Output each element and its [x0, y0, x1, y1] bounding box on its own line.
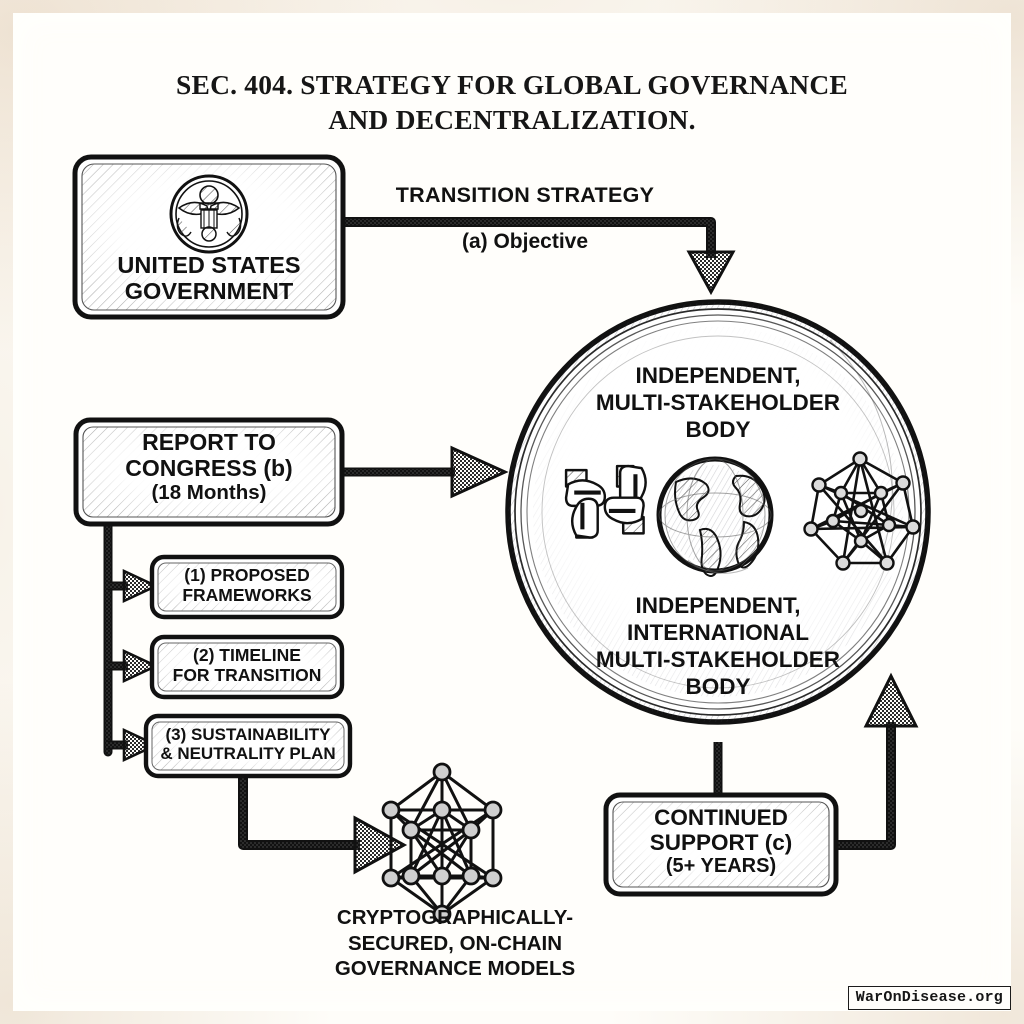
continued-support-box[interactable] — [603, 792, 839, 897]
connector-layer — [103, 217, 919, 875]
report-to-congress-box[interactable] — [73, 417, 345, 527]
subitem-1-box[interactable] — [149, 554, 345, 620]
subitem-3-box[interactable] — [143, 713, 353, 779]
great-seal-eagle-icon — [169, 174, 249, 254]
watermark: WarOnDisease.org — [847, 986, 1011, 1010]
onchain-line-3: GOVERNANCE MODELS — [334, 957, 576, 981]
report-line-1: REPORT TO — [142, 429, 276, 455]
report-line-2: CONGRESS (b) — [125, 454, 293, 481]
subitem-1-line-2: FRAMEWORKS — [182, 584, 312, 605]
connector-report-to-body — [342, 445, 509, 499]
blockchain-network-icon — [381, 762, 503, 924]
global-body-bottom-label: INDEPENDENT, INTERNATIONAL MULTI-STAKEHO… — [548, 592, 888, 700]
report-to-congress-label: REPORT TO CONGRESS (b) (18 Months) — [76, 429, 342, 504]
connector-sustainability-to-onchain — [238, 772, 408, 875]
subitem-2-line-1: (2) TIMELINE — [193, 645, 301, 665]
subitem-3-line-1: (3) SUSTAINABILITY — [165, 725, 331, 744]
subitem-2-line-2: FOR TRANSITION — [172, 664, 322, 685]
us-government-line-1: UNITED STATES — [117, 252, 301, 278]
onchain-line-2: SECURED, ON-CHAIN — [347, 931, 563, 955]
global-body-top-line-2: MULTI-STAKEHOLDER — [595, 390, 841, 415]
global-body-bottom-line-2: INTERNATIONAL — [626, 620, 810, 645]
continued-support-label: CONTINUED SUPPORT (c) (5+ YEARS) — [606, 805, 836, 878]
subitem-1-label: (1) PROPOSED FRAMEWORKS — [152, 565, 342, 605]
subitem-3-line-2: & NEUTRALITY PLAN — [160, 744, 336, 764]
subitem-2-box[interactable] — [149, 634, 345, 700]
support-line-1: CONTINUED — [654, 805, 788, 830]
global-body-bottom-line-1: INDEPENDENT, — [635, 593, 801, 618]
onchain-models-label: CRYPTOGRAPHICALLY- SECURED, ON-CHAIN GOV… — [290, 905, 620, 982]
global-body-top-line-3: BODY — [685, 417, 751, 442]
subitem-3-label: (3) SUSTAINABILITY & NEUTRALITY PLAN — [146, 725, 350, 763]
globe-icon — [656, 456, 774, 577]
connector-support-to-body — [836, 672, 919, 850]
network-graph-icon — [803, 451, 921, 571]
page-title: SEC. 404. STRATEGY FOR GLOBAL GOVERNANCE… — [0, 68, 1024, 138]
report-line-3: (18 Months) — [151, 480, 267, 504]
global-body-top-label: INDEPENDENT, MULTI-STAKEHOLDER BODY — [548, 362, 888, 443]
connector-usgov-to-body — [342, 217, 736, 296]
subitem-1-line-1: (1) PROPOSED — [184, 565, 310, 585]
us-government-line-2: GOVERNMENT — [124, 278, 294, 305]
page-title-line-2: AND DECENTRALIZATION. — [328, 103, 696, 135]
onchain-line-1: CRYPTOGRAPHICALLY- — [336, 906, 574, 929]
transition-strategy-label: TRANSITION STRATEGY — [395, 183, 655, 207]
subitem-2-label: (2) TIMELINE FOR TRANSITION — [152, 645, 342, 685]
global-body-bottom-line-4: BODY — [685, 674, 751, 699]
objective-label: (a) Objective — [461, 230, 589, 253]
connector-report-to-subitems — [103, 515, 160, 763]
global-body-top-line-1: INDEPENDENT, — [635, 363, 801, 388]
page-title-line-1: SEC. 404. STRATEGY FOR GLOBAL GOVERNANCE — [176, 69, 848, 100]
global-body-bottom-line-3: MULTI-STAKEHOLDER — [595, 647, 841, 672]
us-government-label: UNITED STATES GOVERNMENT — [75, 252, 343, 305]
interlocking-hands-icon — [564, 464, 647, 539]
support-line-2: SUPPORT (c) — [649, 830, 793, 856]
support-line-3: (5+ YEARS) — [665, 855, 777, 878]
